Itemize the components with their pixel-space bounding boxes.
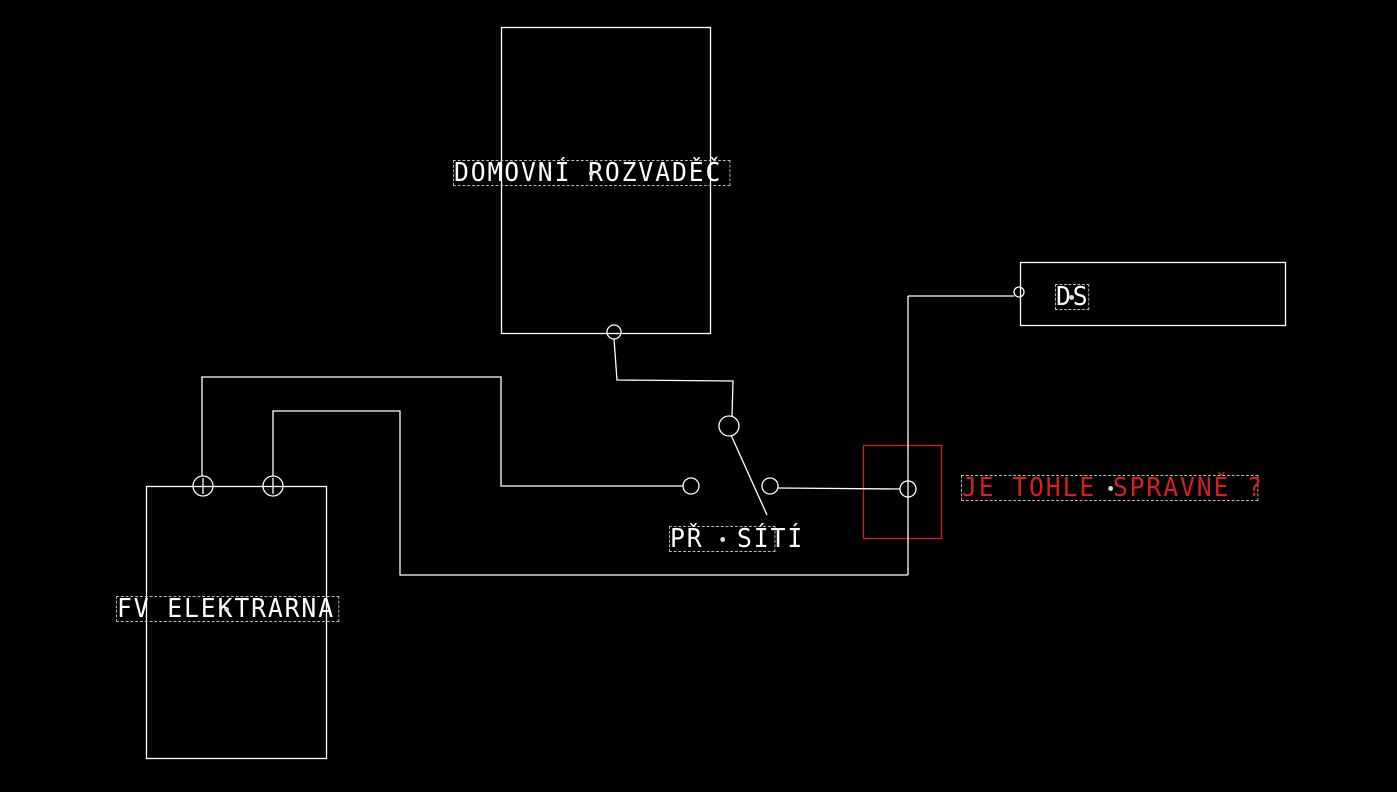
- pv-plant-box[interactable]: [145, 485, 328, 760]
- distribution-board-label[interactable]: DOMOVNÍ ROZVADĚČ: [453, 160, 731, 186]
- insertion-point: [720, 537, 726, 542]
- insertion-point: [588, 171, 594, 176]
- ds-box[interactable]: [1019, 261, 1287, 327]
- switch-blade[interactable]: [730, 434, 768, 516]
- question-label[interactable]: JE TOHLE SPRAVNĚ ?: [961, 473, 1264, 503]
- insertion-point: [1069, 295, 1074, 300]
- pv-wire-2[interactable]: [272, 410, 908, 576]
- pv-wire-1[interactable]: [201, 376, 683, 487]
- insertion-point: [224, 607, 230, 612]
- pv-plant-label[interactable]: FV ELEKTRARNA: [116, 596, 340, 622]
- highlight-box[interactable]: [862, 444, 943, 540]
- switch-pivot[interactable]: [718, 415, 740, 437]
- insertion-point: [1108, 486, 1113, 491]
- pv-terminal-1[interactable]: [192, 475, 214, 497]
- ds-terminal[interactable]: [1013, 286, 1025, 298]
- distribution-board-box[interactable]: [500, 26, 712, 335]
- switch-contact-right[interactable]: [761, 477, 779, 495]
- ds-label[interactable]: DS: [1055, 282, 1090, 312]
- board-terminal[interactable]: [606, 324, 622, 340]
- switch-contact-left[interactable]: [682, 477, 700, 495]
- grid-switch-label[interactable]: PŘ SÍTÍ: [669, 524, 805, 554]
- board-to-switch-wire[interactable]: [613, 338, 734, 417]
- pv-terminal-2[interactable]: [262, 475, 284, 497]
- switch-to-node-wire[interactable]: [777, 487, 901, 490]
